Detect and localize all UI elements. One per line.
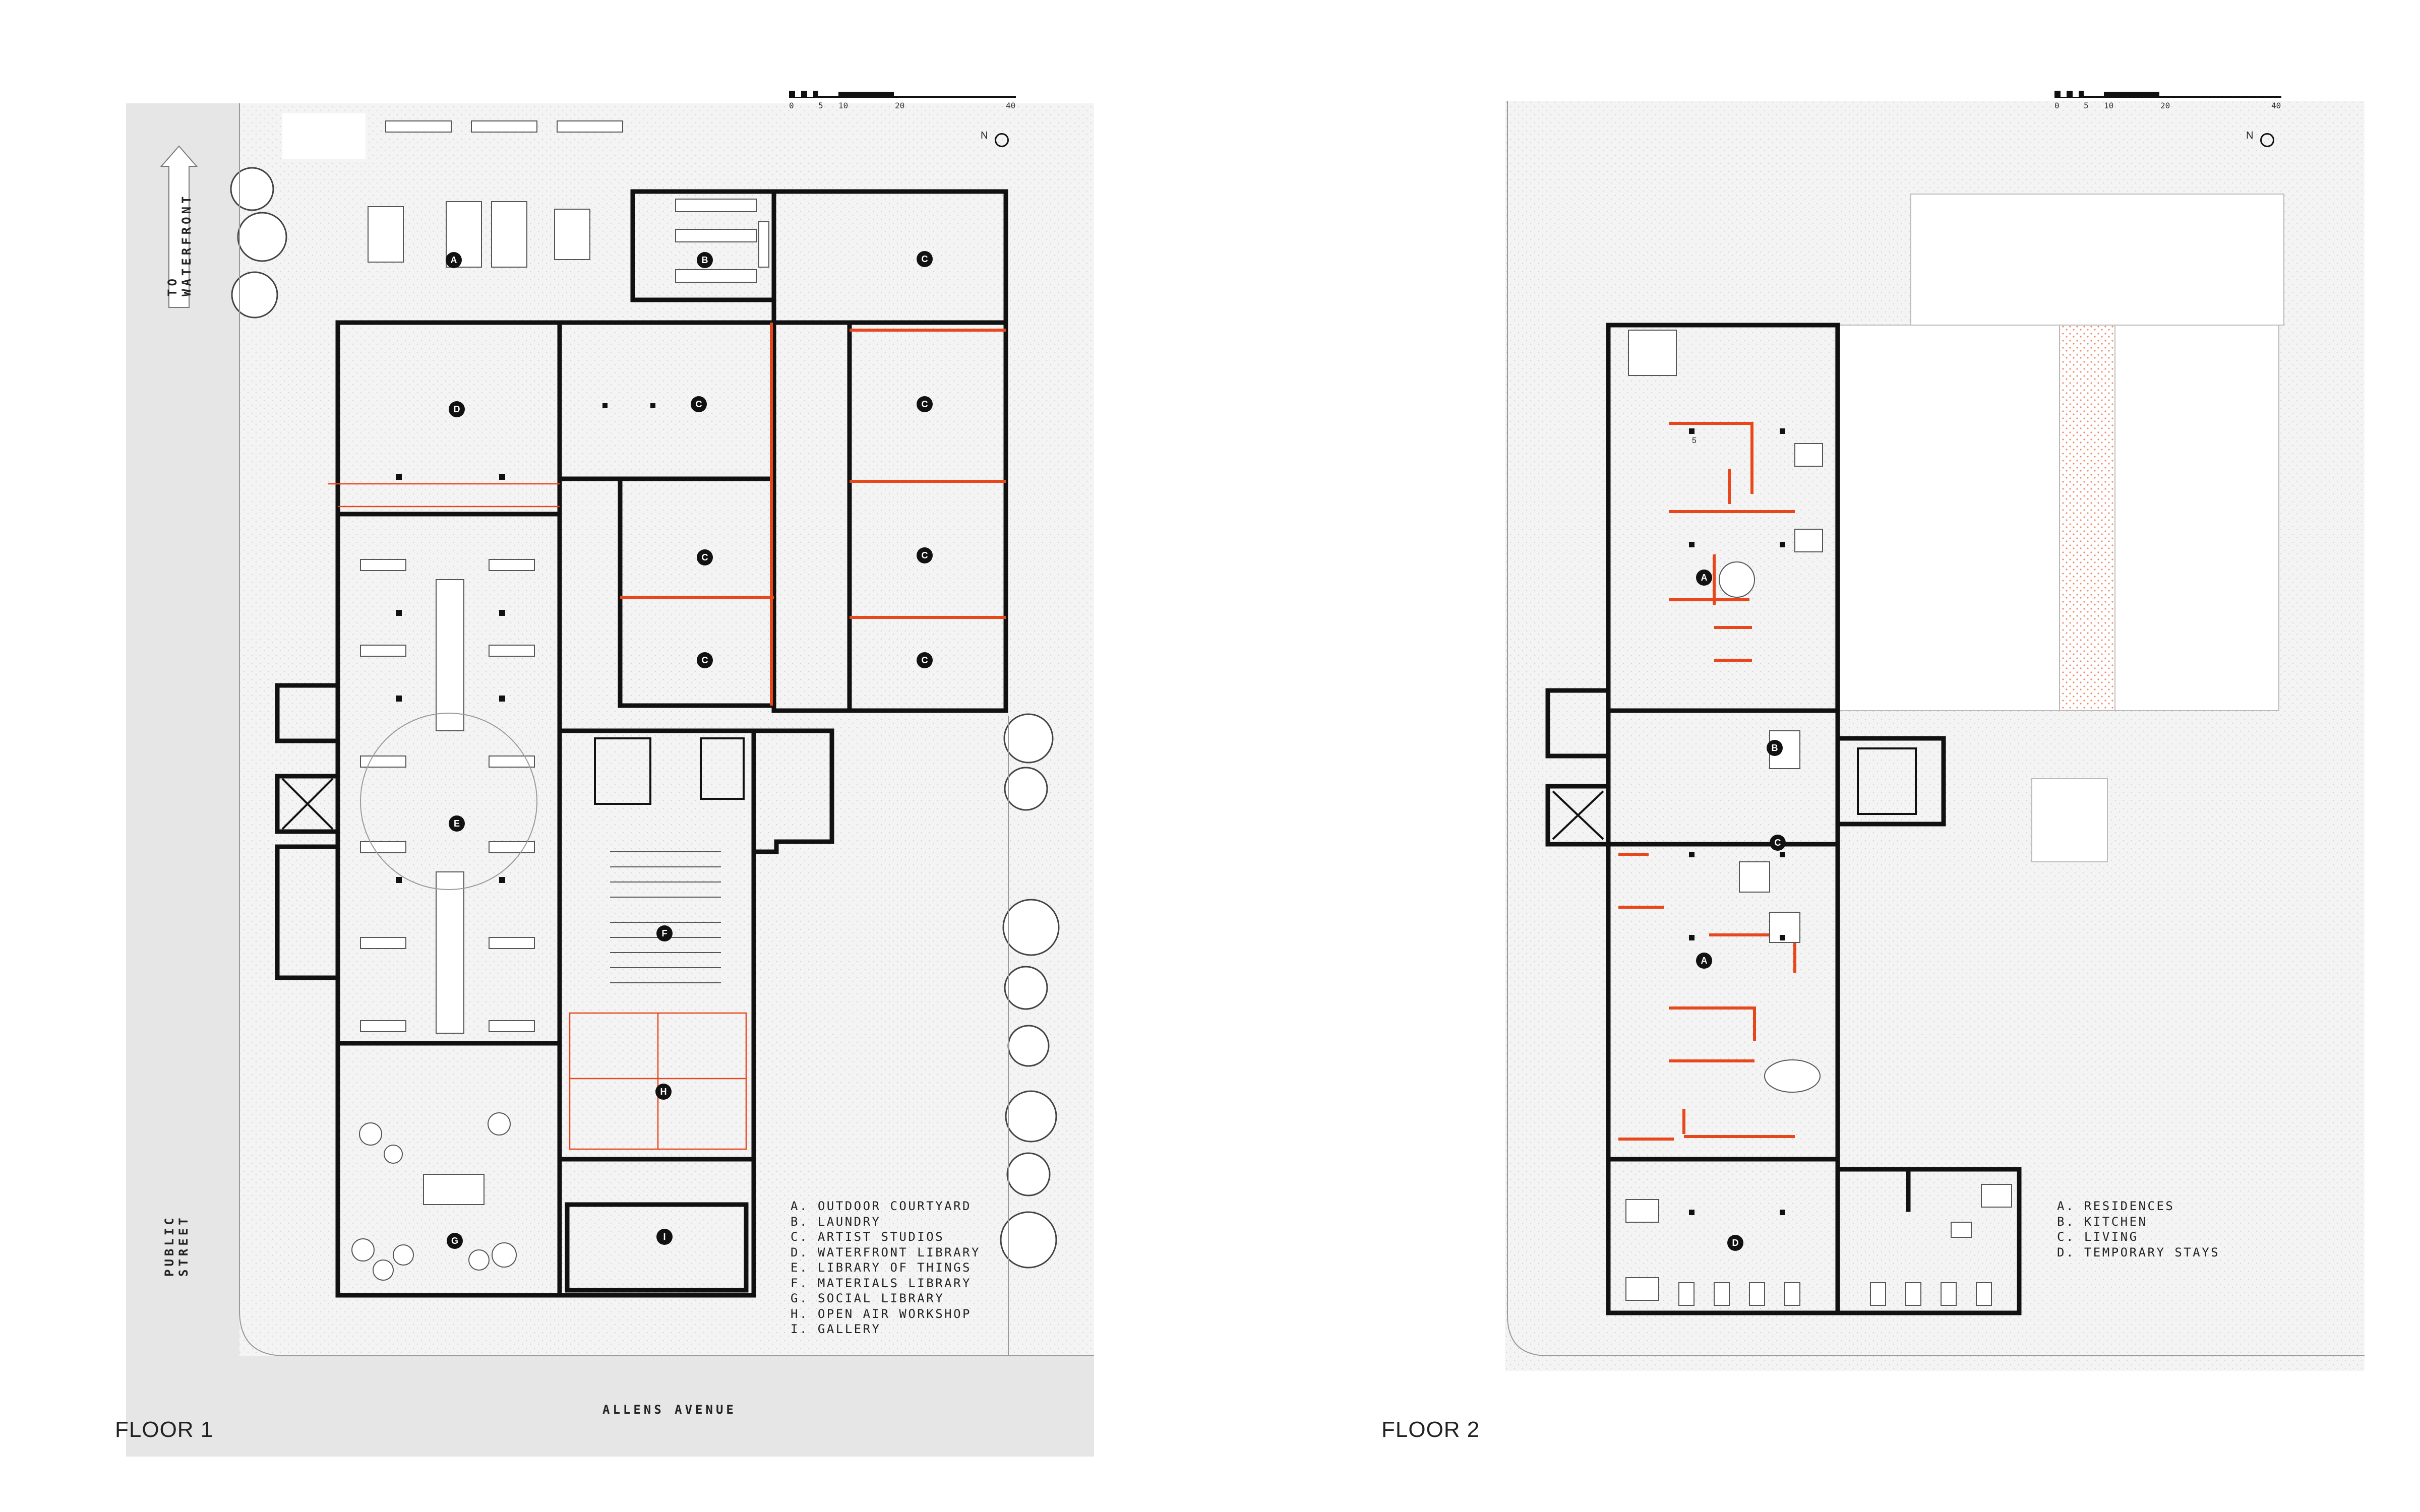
legend-item: A. RESIDENCES [2057, 1199, 2175, 1213]
legend-item: I. GALLERY [791, 1322, 881, 1336]
floor1-legend: A. OUTDOOR COURTYARD B. LAUNDRY C. ARTIS… [791, 1199, 981, 1337]
floor2-scale-bar: 0 5 10 20 40 [2054, 90, 2281, 120]
legend-item: A. OUTDOOR COURTYARD [791, 1199, 972, 1213]
room-marker-e: E [449, 815, 465, 832]
north-arrow-icon [995, 133, 1009, 147]
room-marker-a: A [1696, 570, 1712, 586]
floor2-scale-tick: 10 [2104, 101, 2114, 110]
room-marker-a: A [1696, 953, 1712, 969]
room-marker-c: C [691, 396, 707, 412]
floor1-plan [126, 103, 1094, 1457]
room-marker-c: C [917, 251, 933, 267]
room-marker-b: B [697, 252, 713, 268]
north-arrow-icon [2260, 133, 2274, 147]
legend-item: C. LIVING [2057, 1230, 2139, 1244]
legend-item: H. OPEN AIR WORKSHOP [791, 1306, 972, 1321]
floor2-label: FLOOR 2 [1381, 1417, 1480, 1442]
floor1-label: FLOOR 1 [115, 1417, 214, 1442]
street-trees [230, 167, 1060, 1269]
floor1-street-waterfront-label: TO WATERFRONT [165, 193, 194, 297]
legend-item: B. KITCHEN [2057, 1214, 2148, 1229]
room-marker-i: I [656, 1229, 673, 1245]
floor2-plan [1505, 101, 2365, 1371]
legend-item: D. TEMPORARY STAYS [2057, 1245, 2220, 1259]
legend-item: E. LIBRARY OF THINGS [791, 1261, 972, 1275]
waterfront-arrow-icon [160, 145, 198, 308]
room-marker-c: C [697, 652, 713, 668]
room-marker-c: C [917, 396, 933, 412]
room-marker-c: C [697, 549, 713, 565]
courtyard-planters [368, 120, 623, 268]
floor1-scale-tick: 20 [895, 101, 905, 110]
floor1-north-arrow: N [981, 130, 1016, 150]
legend-item: B. LAUNDRY [791, 1214, 881, 1229]
floor2-legend: A. RESIDENCES B. KITCHEN C. LIVING D. TE… [2057, 1199, 2220, 1260]
legend-item: G. SOCIAL LIBRARY [791, 1291, 945, 1305]
floor2-scale-tick: 20 [2160, 101, 2170, 110]
room-marker-c: C [917, 652, 933, 668]
room-marker-g: G [447, 1233, 463, 1249]
public-street-band [126, 103, 239, 1457]
floor2-north-arrow: N [2246, 130, 2281, 150]
floor1-scale-tick: 5 [818, 101, 823, 110]
room-number: 5 [1692, 436, 1697, 445]
room-marker-f: F [656, 925, 673, 941]
room-marker-b: B [1767, 740, 1783, 756]
room-marker-c: C [917, 547, 933, 563]
floor1-scale-tick: 10 [838, 101, 849, 110]
legend-item: C. ARTIST STUDIOS [791, 1230, 945, 1244]
north-label: N [2246, 130, 2254, 141]
room-marker-c: C [1770, 835, 1786, 851]
legend-item: F. MATERIALS LIBRARY [791, 1276, 972, 1290]
room-marker-h: H [655, 1084, 672, 1100]
floor1-scale-bar: 0 5 10 20 40 [789, 90, 1016, 120]
floor1-street-public-label: PUBLIC STREET [162, 1215, 191, 1277]
floor2-scale-tick: 0 [2054, 101, 2060, 110]
floor1-scale-tick: 40 [1006, 101, 1016, 110]
room-marker-a: A [446, 252, 462, 268]
legend-item: D. WATERFRONT LIBRARY [791, 1245, 981, 1259]
floor2-scale-tick: 5 [2084, 101, 2089, 110]
room-marker-d: D [1727, 1235, 1743, 1251]
floor2-scale-tick: 40 [2271, 101, 2281, 110]
floor1-street-avenue-label: ALLENS AVENUE [602, 1403, 737, 1417]
allens-avenue-band [126, 1356, 1094, 1457]
floor1-scale-tick: 0 [789, 101, 794, 110]
room-marker-d: D [449, 401, 465, 417]
north-label: N [981, 130, 988, 141]
